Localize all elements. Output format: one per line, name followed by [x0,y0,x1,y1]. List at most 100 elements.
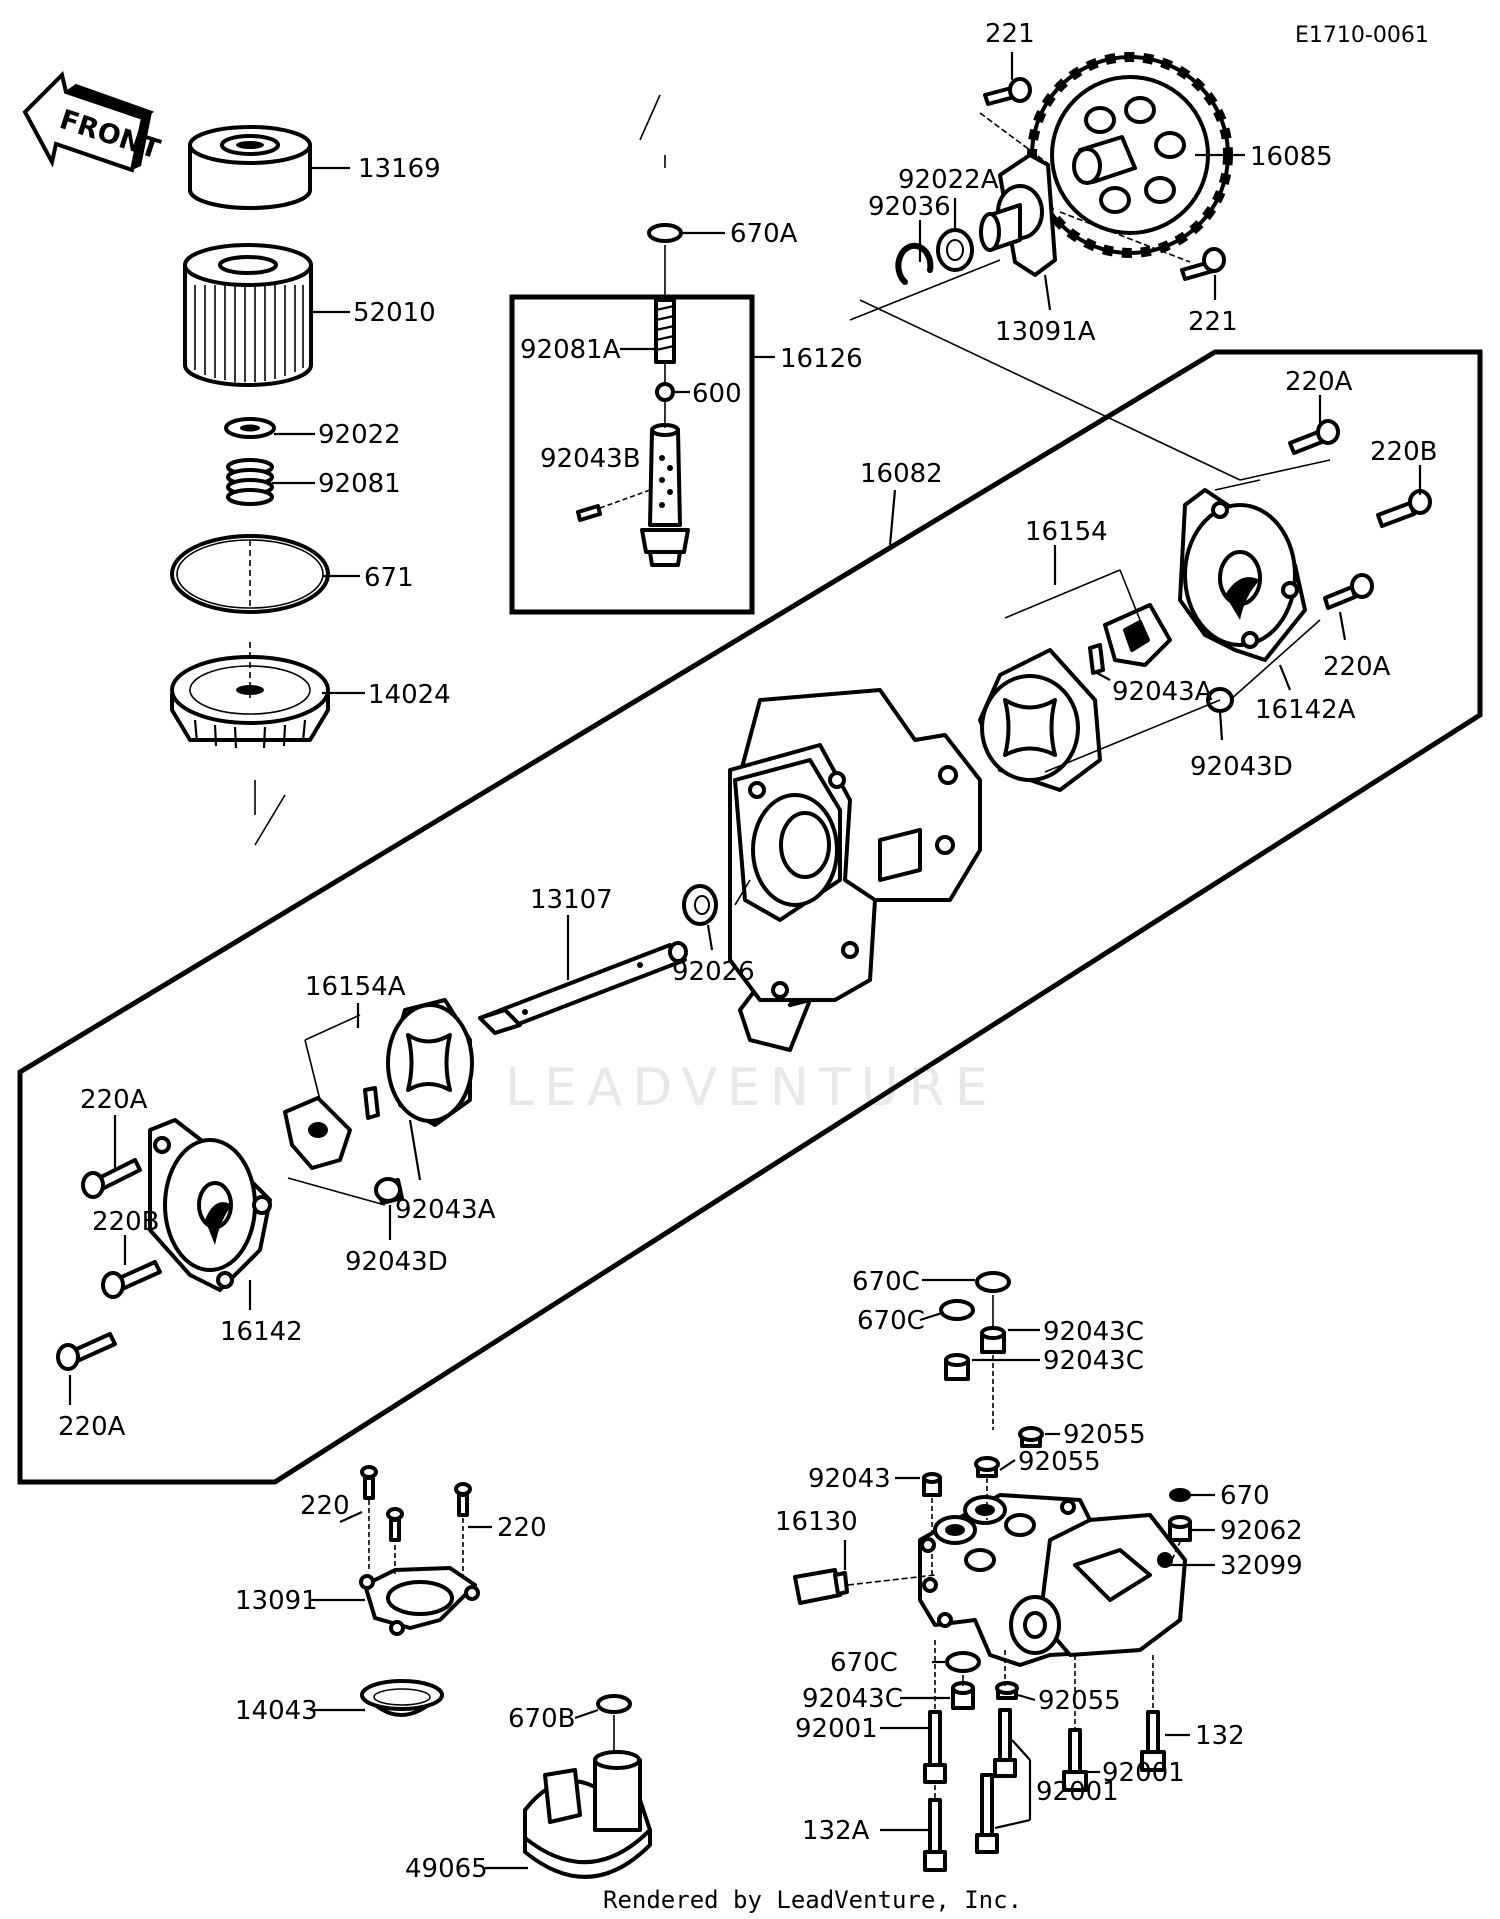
footer-credit: Rendered by LeadVenture, Inc. [603,1886,1022,1914]
bolt-220A-r [1323,573,1374,610]
label-16085: 16085 [1250,142,1333,172]
bolt-221-top [983,77,1032,106]
filter-cover-13169 [188,125,312,210]
o-ring-670C-3 [945,1651,981,1673]
pump-shaft-13107 [478,941,688,1035]
label-92043B: 92043B [540,444,641,474]
bracket-13091A [979,153,1057,277]
label-13091A: 13091A [995,317,1096,347]
pin-92043A-right [1088,643,1105,675]
label-92043C-2: 92043C [1043,1346,1144,1376]
inner-rotor-16154 [1103,603,1172,667]
label-16130: 16130 [775,1507,858,1537]
o-ring-670C-1 [975,1271,1011,1293]
label-220-left: 220 [300,1491,350,1521]
gear-leader-lines [849,112,1331,481]
relief-valve-box [509,294,755,615]
label-92036: 92036 [868,192,951,222]
o-ring-670B [596,1694,632,1714]
front-arrow-icon: FRONT [22,71,164,173]
bolt-220B-r [1376,489,1432,528]
label-92081A: 92081A [520,335,621,365]
outer-rotor-16154A [386,998,474,1127]
pump-assembly-frame [17,349,1483,1485]
housing-leader-lines [847,1295,1181,1798]
o-ring-670C-2 [939,1299,975,1321]
spring-92081 [226,458,274,506]
bolt-92001-1 [923,1710,947,1784]
label-92043D-left: 92043D [345,1247,448,1277]
label-16154: 16154 [1025,517,1108,547]
fitting-16130 [793,1568,849,1605]
pickup-49065 [523,1750,652,1879]
label-32099: 32099 [1220,1551,1303,1581]
label-670C-2: 670C [857,1306,925,1336]
label-670: 670 [1220,1481,1270,1511]
oil-filter-52010 [183,243,313,387]
label-92043A-right: 92043A [1112,677,1213,707]
label-16142A: 16142A [1255,695,1356,725]
seal-92026 [682,884,718,926]
label-14043: 14043 [235,1696,318,1726]
label-92043C-3: 92043C [802,1684,903,1714]
collar-92043C-3 [951,1681,975,1710]
label-221-top: 221 [985,19,1035,49]
label-16142: 16142 [220,1317,303,1347]
label-14024: 14024 [368,680,451,710]
strainer-leader-lines [368,1500,615,1752]
label-16126: 16126 [780,344,863,374]
label-92043D-right: 92043D [1190,752,1293,782]
bolt-220-bl1 [360,1465,378,1500]
label-220B-r: 220B [1370,437,1437,467]
part-labels: 13169 52010 92022 92081 671 14024 670A 9… [58,19,1437,1884]
label-220A-l2: 220A [58,1412,126,1442]
collar-92062 [1168,1515,1192,1542]
rotor-leader-lines [287,479,1321,1206]
bolt-220A-tr [1288,419,1340,455]
circlip-92036 [895,242,934,285]
label-92026: 92026 [672,957,755,987]
pump-body-16082 [728,688,982,1052]
label-132A: 132A [802,1816,870,1846]
label-670C-3: 670C [830,1648,898,1678]
cover-16142 [148,1118,272,1292]
label-670B: 670B [508,1704,575,1734]
label-leaders [68,52,1422,1870]
dowel-92043D-left [374,1177,404,1205]
filter-axis [249,540,286,846]
label-670A: 670A [730,219,798,249]
bolt-220-bl3 [454,1482,472,1517]
label-13169: 13169 [358,154,441,184]
bolt-220A-l2 [56,1332,117,1371]
label-92001-1: 92001 [795,1714,878,1744]
label-92043C-1: 92043C [1043,1317,1144,1347]
pump-housing-32099 [918,1493,1187,1667]
diagram-code: E1710-0061 [1295,23,1429,48]
label-13107: 13107 [530,885,613,915]
bolt-92001-2 [993,1708,1017,1778]
relief-valve-parts [576,94,690,567]
label-92055-1: 92055 [1063,1420,1146,1450]
label-600: 600 [692,379,742,409]
strainer-14043 [360,1679,444,1717]
label-92043: 92043 [808,1464,891,1494]
bolt-221-right [1180,247,1226,281]
label-92062: 92062 [1220,1516,1303,1546]
strainer-bracket-13091 [359,1566,480,1636]
bolt-92001-3 [1062,1728,1088,1792]
cover-16142A [1178,488,1307,662]
plug-92055-2 [974,1456,1000,1478]
label-220A-r: 220A [1323,652,1391,682]
bolt-92001-4 [975,1773,999,1854]
label-16154A: 16154A [305,972,406,1002]
bolt-132A [923,1798,947,1872]
label-220-right: 220 [497,1513,547,1543]
label-220B-l: 220B [92,1207,159,1237]
outer-rotor-right [978,648,1102,792]
label-221-right: 221 [1188,307,1238,337]
collar-92043C-1 [980,1326,1006,1354]
label-13091: 13091 [235,1586,318,1616]
washer-92022A [936,228,974,272]
label-92001-2: 92001 [1102,1758,1185,1788]
